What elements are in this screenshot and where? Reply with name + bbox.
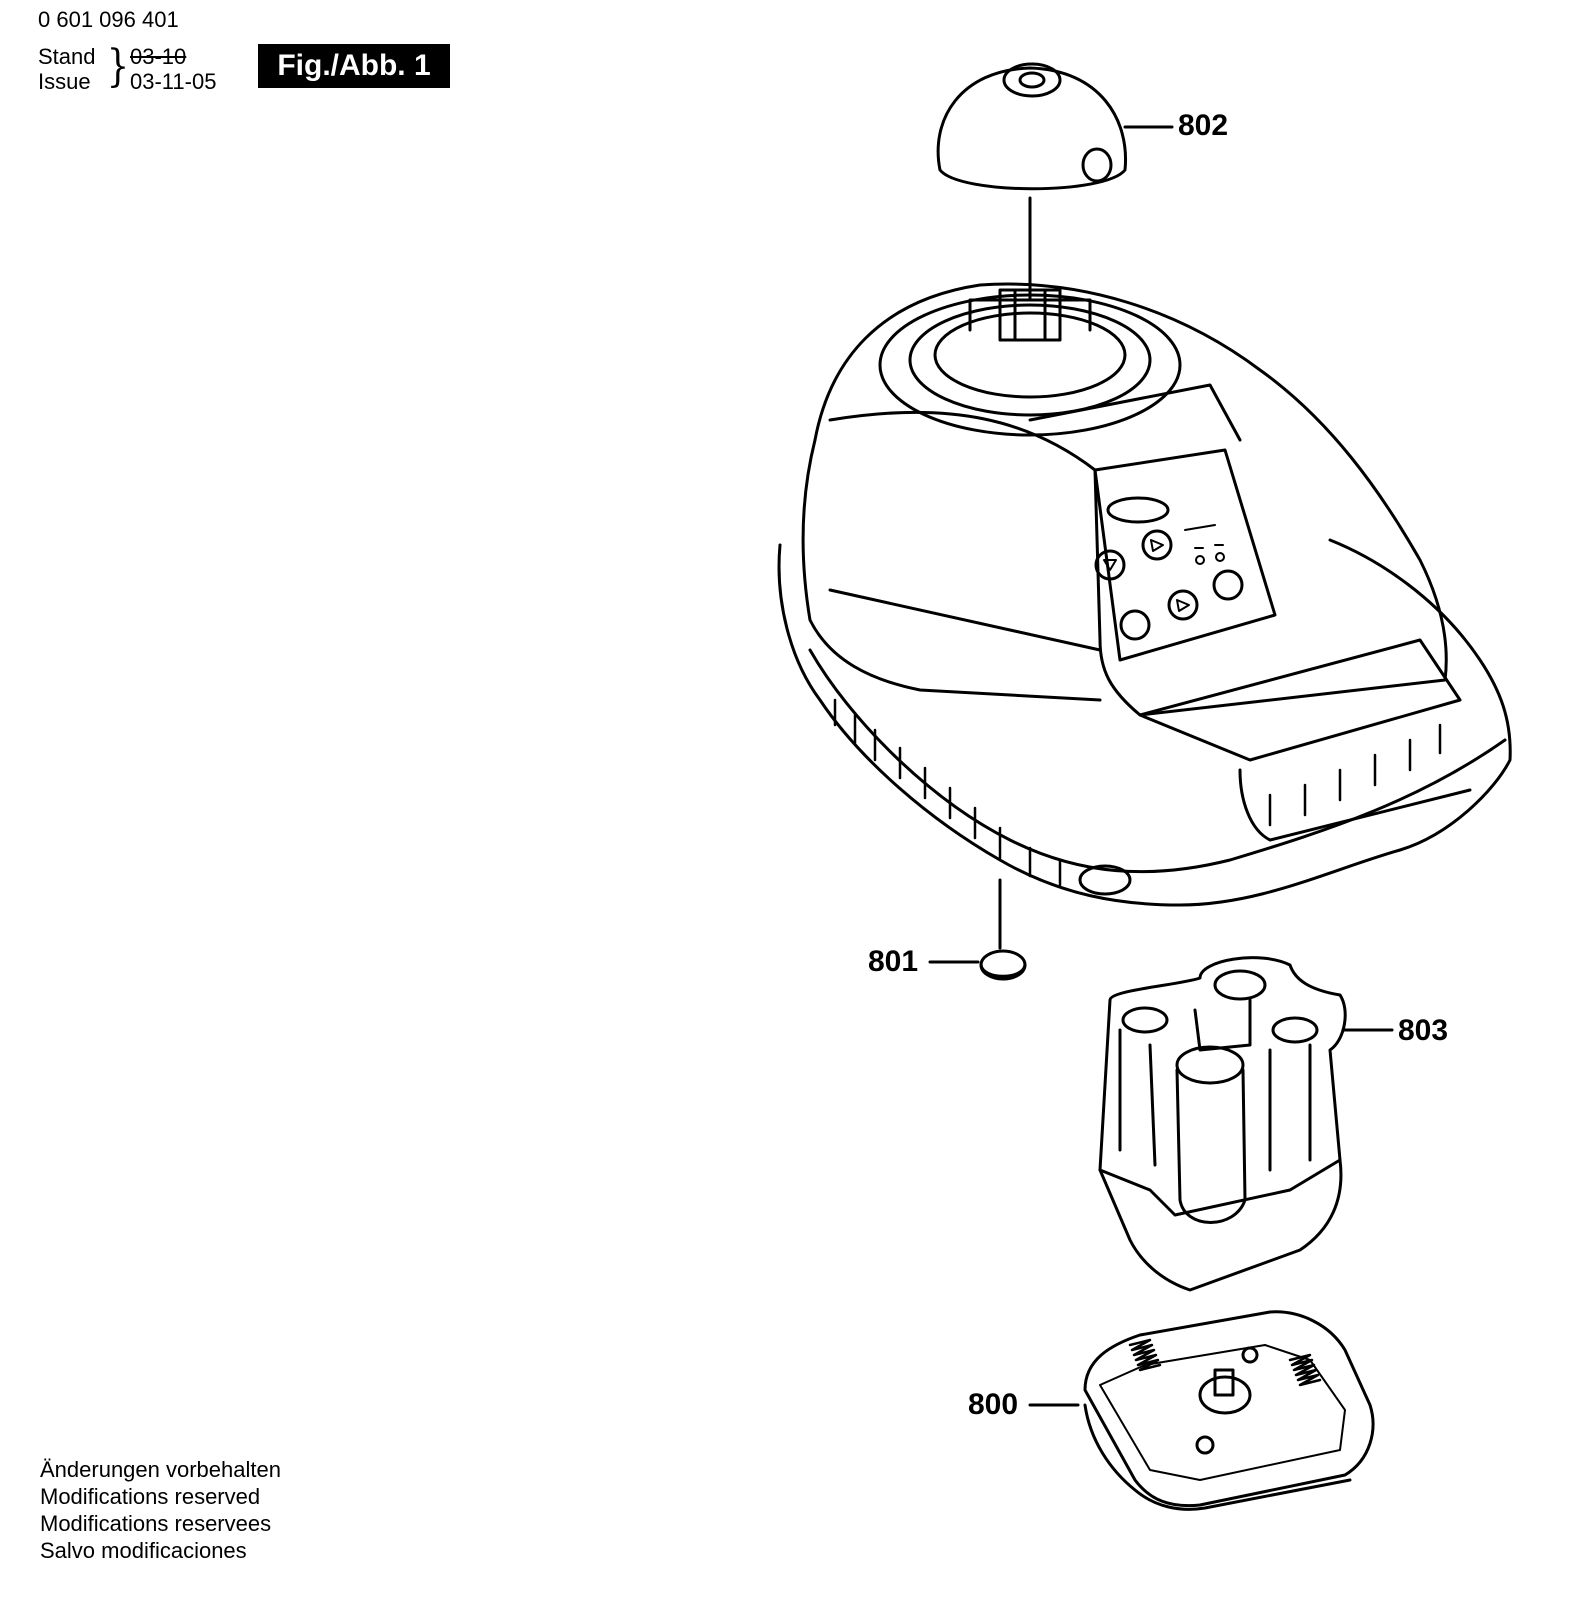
battery-holder-part-803 <box>1098 956 1394 1292</box>
note-english: Modifications reserved <box>40 1484 261 1509</box>
note-french: Modifications reservees <box>40 1511 272 1536</box>
callout-803: 803 <box>1398 1014 1449 1047</box>
issue-label: Issue <box>38 69 91 94</box>
callout-800: 800 <box>968 1388 1019 1421</box>
cap-part-802 <box>936 62 1174 302</box>
issue-date: 03-11-05 <box>130 69 217 94</box>
figure-label: Fig./Abb. 1 <box>258 44 450 88</box>
stand-date-struck: 03-10 <box>130 44 187 69</box>
note-german: Änderungen vorbehalten <box>40 1457 281 1482</box>
brace-symbol: } <box>106 41 130 92</box>
foot-part-801 <box>928 949 1027 981</box>
callout-801: 801 <box>868 945 919 978</box>
modifications-notice: Änderungen vorbehalten Modifications res… <box>40 1456 281 1564</box>
laser-housing <box>777 282 1512 950</box>
stand-label: Stand <box>38 44 96 69</box>
callout-802: 802 <box>1178 109 1229 142</box>
part-number: 0 601 096 401 <box>38 7 179 32</box>
note-spanish: Salvo modificaciones <box>40 1538 247 1563</box>
battery-cover-part-800 <box>1028 1310 1375 1511</box>
